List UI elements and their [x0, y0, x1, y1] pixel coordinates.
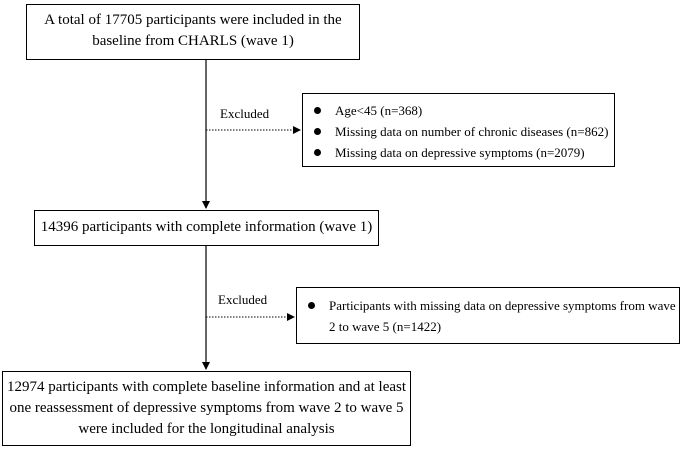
baseline-box-text: A total of 17705 participants were inclu… [44, 12, 342, 49]
excluded-label-1: Excluded [220, 106, 270, 121]
exclusion-box-2: Participants with missing data on depres… [296, 287, 680, 344]
final-analysis-box-text: 12974 participants with complete baselin… [6, 379, 407, 437]
exclusion-box-1: Age<45 (n=368) Missing data on number of… [302, 93, 615, 167]
excluded-label-2: Excluded [218, 292, 268, 307]
baseline-box: A total of 17705 participants were inclu… [26, 4, 360, 60]
exclusion-item: Age<45 (n=368) [311, 100, 614, 121]
complete-info-box: 14396 participants with complete informa… [34, 210, 379, 246]
final-analysis-box: 12974 participants with complete baselin… [2, 371, 411, 446]
exclusion-item: Missing data on depressive symptoms (n=2… [311, 142, 614, 163]
exclusion-item: Missing data on number of chronic diseas… [311, 121, 614, 142]
exclusion-item: Participants with missing data on depres… [305, 295, 679, 337]
complete-info-box-text: 14396 participants with complete informa… [40, 219, 373, 235]
